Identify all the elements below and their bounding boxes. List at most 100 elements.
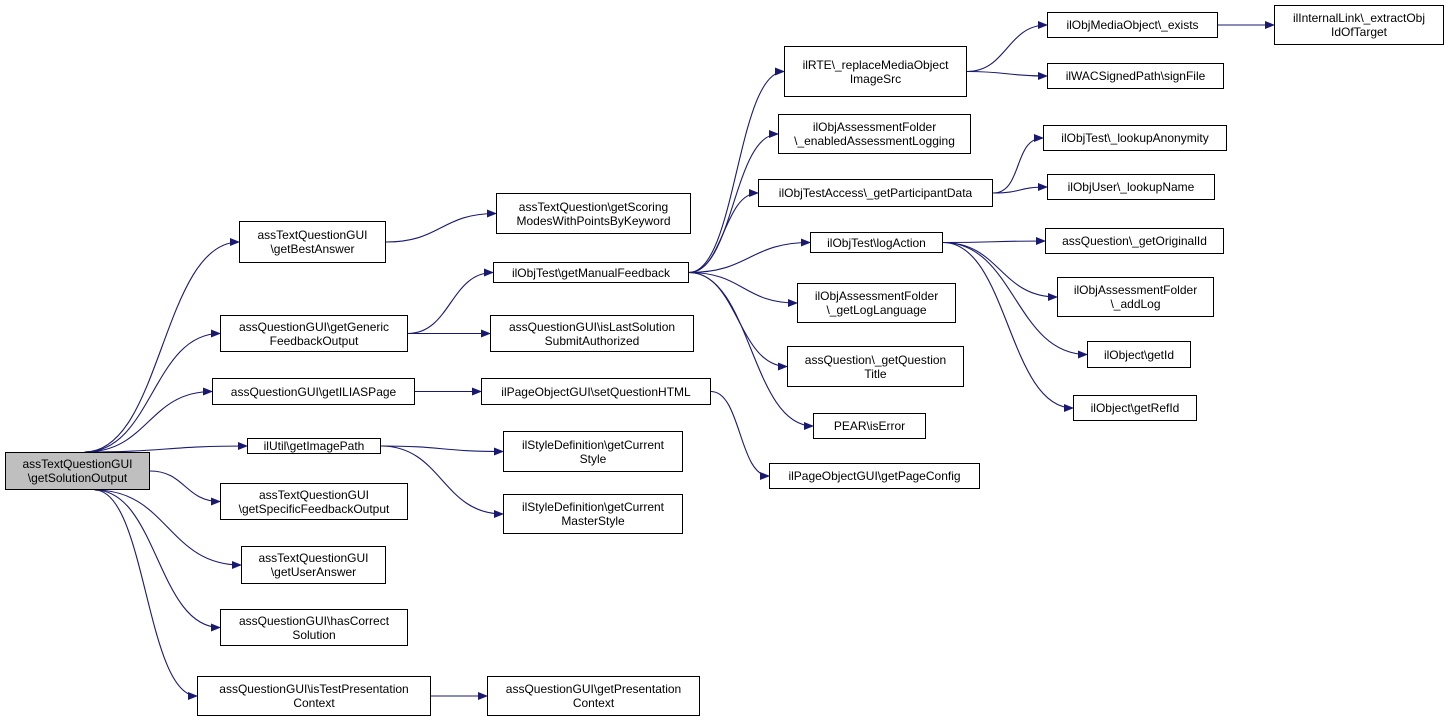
function-node[interactable]: ilWACSignedPath\signFile (1047, 63, 1224, 89)
call-edge (942, 241, 1058, 301)
function-node-label: assTextQuestionGUI (258, 487, 370, 502)
function-node-label: assQuestionGUI\getPresentation (505, 682, 682, 696)
function-node[interactable]: assTextQuestionGUI\getSpecificFeedbackOu… (220, 483, 408, 520)
function-node[interactable]: assTextQuestionGUI\getUserAnswer (241, 546, 386, 584)
call-edge (992, 183, 1048, 194)
call-edge (149, 470, 221, 506)
function-node[interactable]: ilObjAssessmentFolder\_enabledAssessment… (778, 114, 971, 154)
function-node-label: assQuestionGUI\hasCorrect (238, 613, 390, 628)
function-node[interactable]: assTextQuestionGUI\getBestAnswer (239, 221, 386, 263)
call-edge (966, 70, 1048, 80)
function-node-label: \getBestAnswer (270, 242, 355, 256)
call-edge (688, 189, 759, 274)
function-node-label: ilObjTest\logAction (827, 235, 926, 250)
call-edge (992, 134, 1044, 194)
function-node-label: \getUserAnswer (270, 565, 357, 579)
call-edge (84, 329, 221, 453)
function-node-label: ilObjTestAccess\_getParticipantData (778, 186, 973, 200)
function-node-label: ImageSrc (849, 71, 902, 86)
function-node-label: assQuestionGUI\getGeneric (238, 319, 390, 334)
function-node[interactable]: ilObject\getId (1087, 341, 1191, 368)
function-node[interactable]: ilObjAssessmentFolder\_getLogLanguage (797, 283, 956, 323)
function-node[interactable]: ilPageObjectGUI\getPageConfig (769, 463, 980, 489)
call-edge (688, 238, 811, 274)
call-edge (966, 21, 1048, 73)
function-node-label: Context (293, 696, 335, 710)
function-node[interactable]: ilObjUser\_lookupName (1047, 174, 1215, 200)
function-node-label: assTextQuestionGUI (258, 551, 369, 565)
call-edge (688, 271, 814, 430)
function-node-label: assQuestion\_getQuestion (804, 352, 947, 367)
call-edge (84, 387, 213, 453)
function-node-label: SubmitAuthorized (544, 333, 640, 348)
call-edge (710, 390, 770, 480)
call-edge (380, 445, 504, 518)
function-node-label: PEAR\isError (833, 419, 906, 433)
function-node-label: Solution (292, 627, 336, 642)
call-edge (94, 489, 198, 700)
call-edge (94, 489, 221, 632)
function-node-label: ilUtil\getImagePath (263, 439, 365, 453)
function-node-label: Context (572, 696, 615, 710)
function-node-label: ilObject\getId (1103, 347, 1175, 362)
function-node-label: ilStyleDefinition\getCurrent (521, 437, 665, 452)
function-node[interactable]: assQuestion\_getOriginalId (1045, 228, 1224, 254)
function-node[interactable]: ilObjTest\getManualFeedback (493, 262, 689, 283)
function-node-label: ilInternalLink\_extractObj (1292, 11, 1426, 25)
function-node[interactable]: ilObjTestAccess\_getParticipantData (758, 179, 993, 207)
call-edge (942, 241, 1088, 359)
function-node-label: \_addLog (1110, 297, 1161, 311)
function-node[interactable]: PEAR\isError (813, 413, 926, 439)
function-node-label: assTextQuestion\getScoring (518, 199, 669, 214)
function-node-label: ilStyleDefinition\getCurrent (521, 500, 665, 514)
function-node-label: assQuestionGUI\isLastSolution (508, 319, 676, 334)
function-node[interactable]: ilObjMediaObject\_exists (1047, 12, 1218, 38)
function-node-label: ilObjAssessmentFolder (1073, 283, 1198, 297)
function-node-label: assQuestionGUI\getILIASPage (230, 384, 397, 399)
function-node-label: assQuestionGUI\isTestPresentation (219, 682, 409, 696)
function-node-label: IdOfTarget (1330, 25, 1388, 39)
function-node-label: ilRTE\_replaceMediaObject (802, 57, 949, 72)
function-node[interactable]: ilObjTest\logAction (810, 232, 943, 253)
function-node[interactable]: assQuestionGUI\getILIASPage (212, 378, 415, 405)
function-node-label: assTextQuestionGUI (22, 457, 133, 471)
call-edge (94, 489, 242, 569)
function-node[interactable]: ilPageObjectGUI\setQuestionHTML (481, 378, 711, 405)
function-node-label: ilPageObjectGUI\setQuestionHTML (501, 384, 691, 399)
function-node[interactable]: ilObjTest\_lookupAnonymity (1043, 125, 1227, 151)
call-edge (84, 238, 240, 453)
call-edge (942, 241, 1074, 412)
function-node-label: ilObjUser\_lookupName (1067, 180, 1195, 194)
function-node-label: ilPageObjectGUI\getPageConfig (788, 469, 961, 483)
function-node-label: ilObjAssessmentFolder (814, 289, 939, 303)
call-edge (385, 209, 497, 243)
function-node-label: ilWACSignedPath\signFile (1065, 69, 1206, 83)
function-node-label: \getSolutionOutput (27, 471, 128, 485)
call-edge (942, 237, 1046, 246)
function-node-label: Title (864, 366, 887, 381)
function-node-label: assTextQuestionGUI (257, 228, 368, 242)
call-edge (380, 445, 504, 456)
function-node-label: ModesWithPointsByKeyword (516, 213, 671, 228)
function-node-label: MasterStyle (561, 514, 625, 528)
function-node[interactable]: assTextQuestionGUI\getSolutionOutput (5, 452, 150, 490)
function-node[interactable]: ilObject\getRefId (1073, 395, 1197, 421)
function-node[interactable]: ilObjAssessmentFolder\_addLog (1057, 277, 1214, 317)
function-node-label: ilObject\getRefId (1090, 401, 1180, 415)
function-node-label: ilObjTest\getManualFeedback (511, 265, 671, 280)
function-node[interactable]: ilUtil\getImagePath (247, 438, 381, 454)
function-node-label: \getSpecificFeedbackOutput (238, 501, 390, 516)
call-edge (688, 271, 798, 307)
